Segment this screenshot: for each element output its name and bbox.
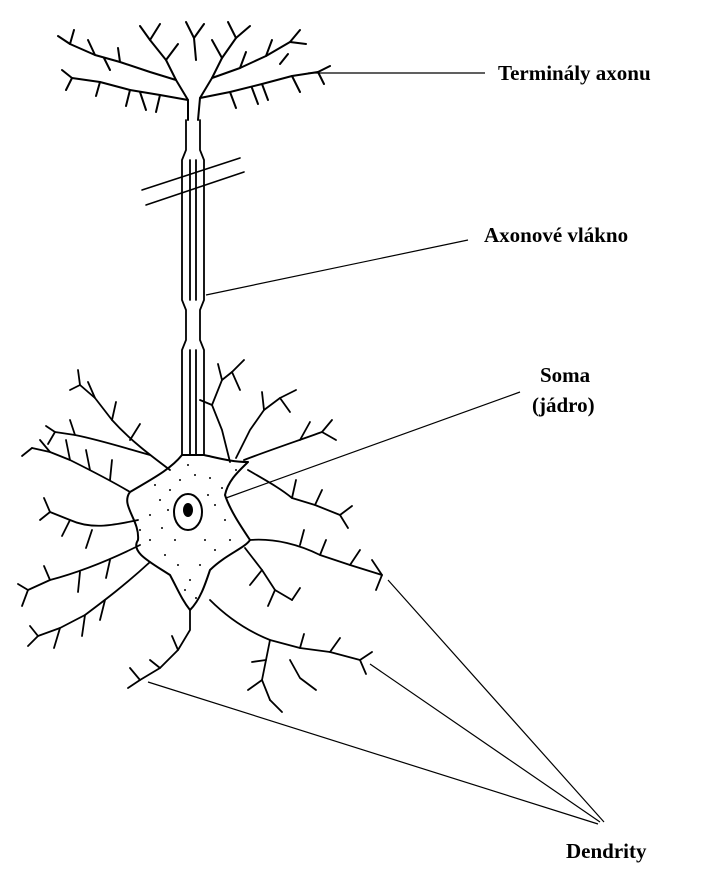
dendrites-leaders bbox=[148, 580, 604, 824]
nucleolus bbox=[183, 503, 193, 517]
axon-fiber-leader bbox=[206, 240, 468, 295]
axon-terminals-drawing bbox=[58, 22, 330, 120]
label-axon-fiber: Axonové vlákno bbox=[484, 223, 628, 247]
label-soma: Soma bbox=[540, 363, 591, 387]
soma-leader bbox=[226, 392, 520, 498]
label-soma-nucleus: (jádro) bbox=[532, 393, 595, 417]
axon-fiber-drawing bbox=[142, 120, 244, 455]
label-axon-terminals: Terminály axonu bbox=[498, 61, 651, 85]
label-dendrites: Dendrity bbox=[566, 839, 647, 863]
soma-drawing bbox=[127, 455, 250, 610]
soma-stipple bbox=[139, 464, 237, 599]
dendrites-drawing bbox=[18, 360, 382, 712]
